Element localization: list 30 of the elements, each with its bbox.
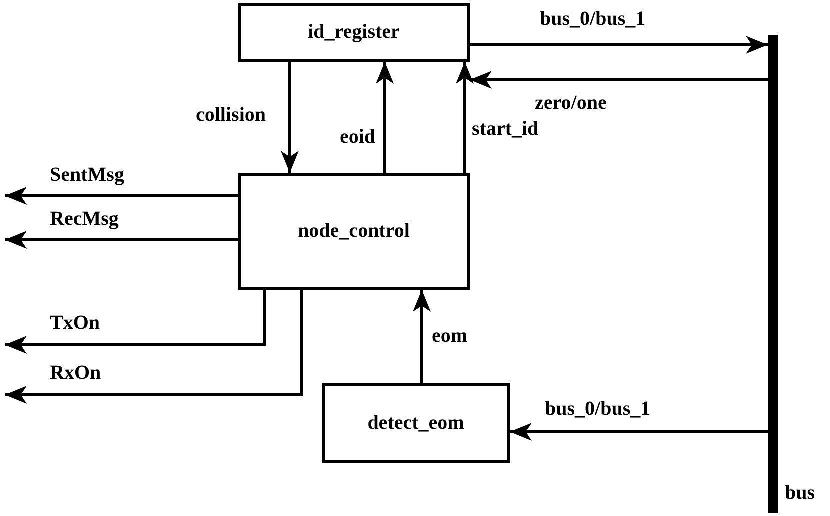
- signal-label: collision: [196, 104, 266, 127]
- signal-label: RxOn: [50, 362, 102, 385]
- signal-label: start_id: [472, 118, 539, 141]
- block-name: detect_eom: [368, 412, 464, 434]
- arrow: [5, 187, 238, 205]
- signal-label: SentMsg: [50, 164, 124, 187]
- arrow: [413, 290, 431, 383]
- arrow: [5, 231, 238, 249]
- block-box: [322, 383, 510, 463]
- block-box: [238, 173, 470, 290]
- block-name: node_control: [298, 220, 410, 243]
- arrow: [5, 290, 304, 404]
- arrow: [470, 71, 768, 89]
- signal-label: eoid: [340, 126, 376, 149]
- signal-label: eom: [432, 325, 468, 348]
- signal-label: bus_0/bus_1: [545, 398, 651, 421]
- arrow: [376, 62, 394, 173]
- bus-name: bus: [785, 482, 816, 505]
- signal-label: bus_0/bus_1: [540, 8, 646, 31]
- arrow: [456, 62, 474, 173]
- signal-label: RecMsg: [50, 208, 119, 231]
- block-name: id_register: [308, 21, 400, 44]
- arrow: [470, 36, 768, 54]
- arrow: [5, 290, 266, 354]
- block-box: [238, 3, 470, 62]
- signal-label: zero/one: [535, 92, 607, 115]
- signal-label: TxOn: [50, 312, 100, 335]
- arrow: [281, 62, 299, 173]
- bus-bar: [768, 35, 778, 513]
- arrow: [510, 423, 768, 441]
